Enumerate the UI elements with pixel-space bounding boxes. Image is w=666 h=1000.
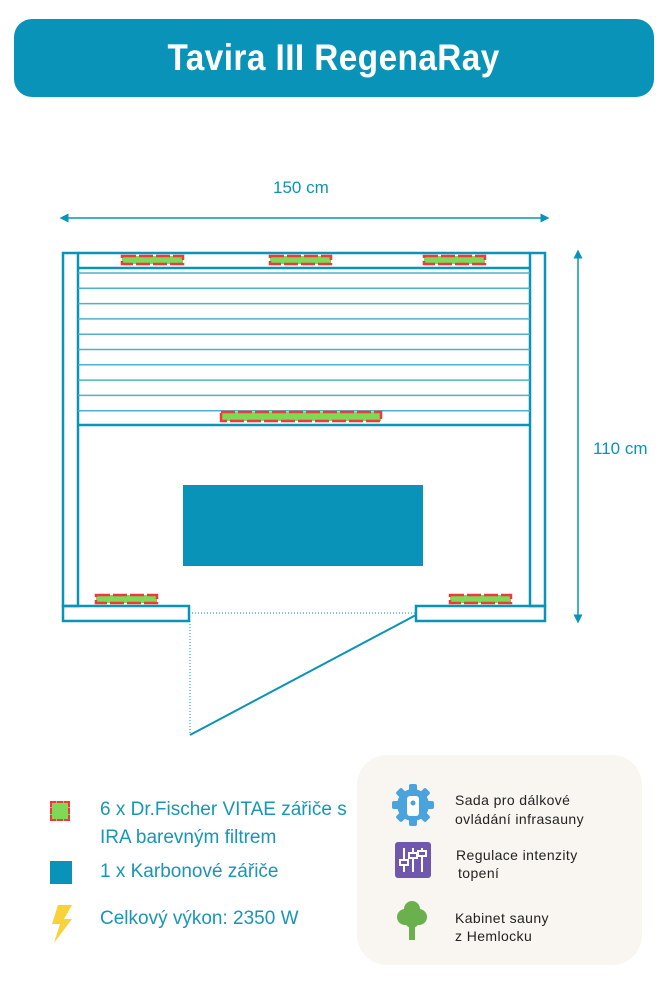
vitae-emitter (268, 254, 333, 266)
legend-carbon: 1 x Karbonové zářiče (100, 861, 279, 882)
vitae-emitter (219, 410, 383, 423)
vitae-emitter (448, 593, 513, 605)
depth-label: 110 cm (593, 439, 648, 458)
feature-regulation-line2: topení (458, 865, 500, 881)
vitae-emitter (94, 593, 159, 605)
carbon-emitter (183, 485, 423, 566)
legend-vitae-line2: IRA barevným filtrem (100, 827, 277, 848)
vitae-emitter-icon (50, 801, 70, 821)
feature-remote-line2: ovládání infrasauny (455, 811, 585, 827)
legend-vitae-line1: 6 x Dr.Fischer VITAE zářiče s (100, 799, 347, 820)
vitae-emitter (422, 254, 487, 266)
legend-power: Celkový výkon: 2350 W (100, 908, 299, 929)
page-title: Tavira III RegenaRay (167, 37, 501, 78)
door (189, 612, 417, 736)
vitae-emitter (120, 254, 185, 266)
feature-remote-line1: Sada pro dálkové (455, 792, 571, 808)
feature-cabinet-line2: z Hemlocku (455, 928, 533, 944)
sliders-icon (395, 842, 431, 878)
remote-gear-icon (392, 784, 434, 826)
carbon-emitter-icon (50, 861, 72, 884)
width-label: 150 cm (273, 178, 329, 197)
feature-cabinet-line1: Kabinet sauny (455, 910, 549, 926)
feature-regulation-line1: Regulace intenzity (456, 847, 578, 863)
cabin-walls (61, 251, 547, 623)
tree-icon (397, 901, 427, 940)
bench-slats (78, 272, 530, 412)
title-banner: Tavira III RegenaRay (14, 19, 654, 97)
lightning-icon (52, 905, 72, 943)
